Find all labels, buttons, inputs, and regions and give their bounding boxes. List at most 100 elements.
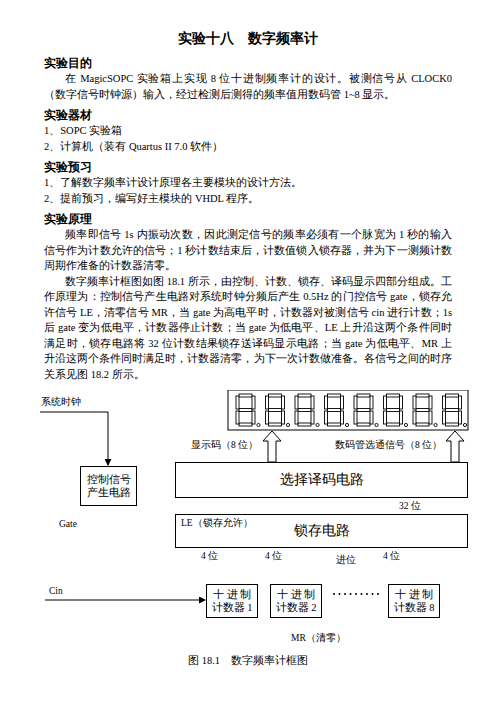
seven-segment: [384, 396, 387, 409]
seven-segment: [446, 423, 459, 426]
seven-segment: [269, 394, 282, 397]
signal-label: 4 位: [264, 550, 283, 562]
decimal-point: [463, 423, 466, 426]
seven-segment: [357, 394, 370, 397]
decimal-point: [286, 423, 289, 426]
signal-label: MR（清零）: [290, 632, 347, 644]
box-title: 锁存电路: [176, 515, 467, 547]
seven-segment: [298, 423, 311, 426]
decimal-point: [434, 423, 437, 426]
hollow-arrow: [446, 431, 464, 462]
seven-segment: [252, 411, 255, 424]
seven-segment: [239, 394, 252, 397]
box-label: 选择译码电路: [280, 471, 364, 489]
seven-segment: [282, 396, 285, 409]
seven-segment: [328, 423, 341, 426]
latch-box: LE（锁存允许）锁存电路: [175, 514, 468, 548]
signal-label: 4 位: [200, 550, 219, 562]
section-heading: 实验预习: [44, 160, 452, 175]
signal-label: 进位: [335, 554, 357, 566]
seven-segment: [370, 411, 373, 424]
clock-wire: [40, 412, 108, 465]
seven-segment: [236, 411, 239, 424]
body-paragraph: 在 MagicSOPC 实验箱上实现 8 位十进制频率计的设计。被测信号从 CL…: [44, 71, 452, 102]
seven-segment: [239, 423, 252, 426]
counter-box: 十 进 制 计数器 2: [270, 584, 322, 618]
section-heading: 实验器材: [44, 108, 452, 123]
decimal-point: [316, 423, 319, 426]
decimal-point: [257, 423, 260, 426]
ellipsis-dot: [372, 593, 374, 595]
seven-segment: [298, 394, 311, 397]
box-label: 十 进 制 计数器 1: [211, 588, 253, 614]
ellipsis-dot: [339, 593, 341, 595]
seven-segment: [387, 423, 400, 426]
display-frame: [228, 390, 468, 430]
seven-segment: [266, 411, 269, 424]
section-heading: 实验原理: [44, 212, 452, 227]
text-column: 实验十八 数字频率计实验目的在 MagicSOPC 实验箱上实现 8 位十进制频…: [44, 30, 452, 382]
signal-label: 4 位: [382, 550, 401, 562]
ellipsis-dot: [355, 593, 357, 595]
seven-segment: [311, 411, 314, 424]
cin-wire: [45, 600, 205, 601]
seven-segment: [459, 411, 462, 424]
counter-box: 十 进 制 计数器 1: [206, 584, 258, 618]
seven-segment: [354, 396, 357, 409]
ellipsis-dot: [361, 593, 363, 595]
seven-segment: [295, 411, 298, 424]
seven-segment: [269, 423, 282, 426]
seven-segment: [325, 411, 328, 424]
seven-segment: [459, 396, 462, 409]
box-label: 控制信号产生电路: [85, 473, 132, 499]
list-item: 1、了解数字频率计设计原理各主要模块的设计方法。: [44, 175, 452, 191]
seven-segment: [384, 411, 387, 424]
ellipsis-dot: [333, 593, 335, 595]
seven-segment: [328, 394, 341, 397]
seven-segment: [443, 396, 446, 409]
seven-segment: [269, 409, 282, 412]
seven-segment: [387, 394, 400, 397]
seven-segment: [416, 394, 429, 397]
seven-segment: [295, 396, 298, 409]
section-heading: 实验目的: [44, 56, 452, 71]
seven-segment: [354, 411, 357, 424]
control-box: 控制信号产生电路: [80, 466, 137, 506]
signal-label: 数码管选通信号（8 位）: [334, 439, 443, 451]
seven-segment: [446, 394, 459, 397]
decimal-point: [375, 423, 378, 426]
signal-label: 32 位: [398, 500, 422, 512]
list-item: 2、计算机（装有 Quartus II 7.0 软件）: [44, 139, 452, 155]
list-item: 1、SOPC 实验箱: [44, 123, 452, 139]
seven-segment: [446, 409, 459, 412]
page-title: 实验十八 数字频率计: [44, 30, 452, 48]
seven-segment: [239, 409, 252, 412]
diagram-area: 系统时钟显示码（8 位）数码管选通信号（8 位）Gate32 位4 位4 位进位…: [0, 390, 496, 672]
body-paragraph: 频率即信号 1s 内振动次数，因此测定信号的频率必须有一个脉宽为 1 秒的输入信…: [44, 227, 452, 274]
ellipsis-dot: [366, 593, 368, 595]
signal-label: Gate: [58, 518, 78, 530]
seven-segment: [387, 409, 400, 412]
seven-segment: [413, 396, 416, 409]
figure-caption: 图 18.1 数字频率计框图: [0, 654, 496, 668]
seven-segment: [328, 409, 341, 412]
body-paragraph: 数字频率计框图如图 18.1 所示，由控制、计数、锁存、译码显示四部分组成。工作…: [44, 274, 452, 383]
box-label: 十 进 制 计数器 8: [393, 588, 435, 614]
seven-segment: [298, 409, 311, 412]
seven-segment: [370, 396, 373, 409]
seven-segment: [416, 423, 429, 426]
ellipsis-dot: [344, 593, 346, 595]
seven-segment: [429, 396, 432, 409]
signal-label: 系统时钟: [40, 396, 82, 408]
hollow-arrow: [263, 431, 281, 462]
decimal-point: [345, 423, 348, 426]
decimal-point: [404, 423, 407, 426]
seven-segment: [400, 396, 403, 409]
box-label: 十 进 制 计数器 2: [275, 588, 317, 614]
seven-segment: [311, 396, 314, 409]
seven-segment: [341, 411, 344, 424]
seven-segment: [266, 396, 269, 409]
seven-segment: [443, 411, 446, 424]
ellipsis-dot: [377, 593, 379, 595]
